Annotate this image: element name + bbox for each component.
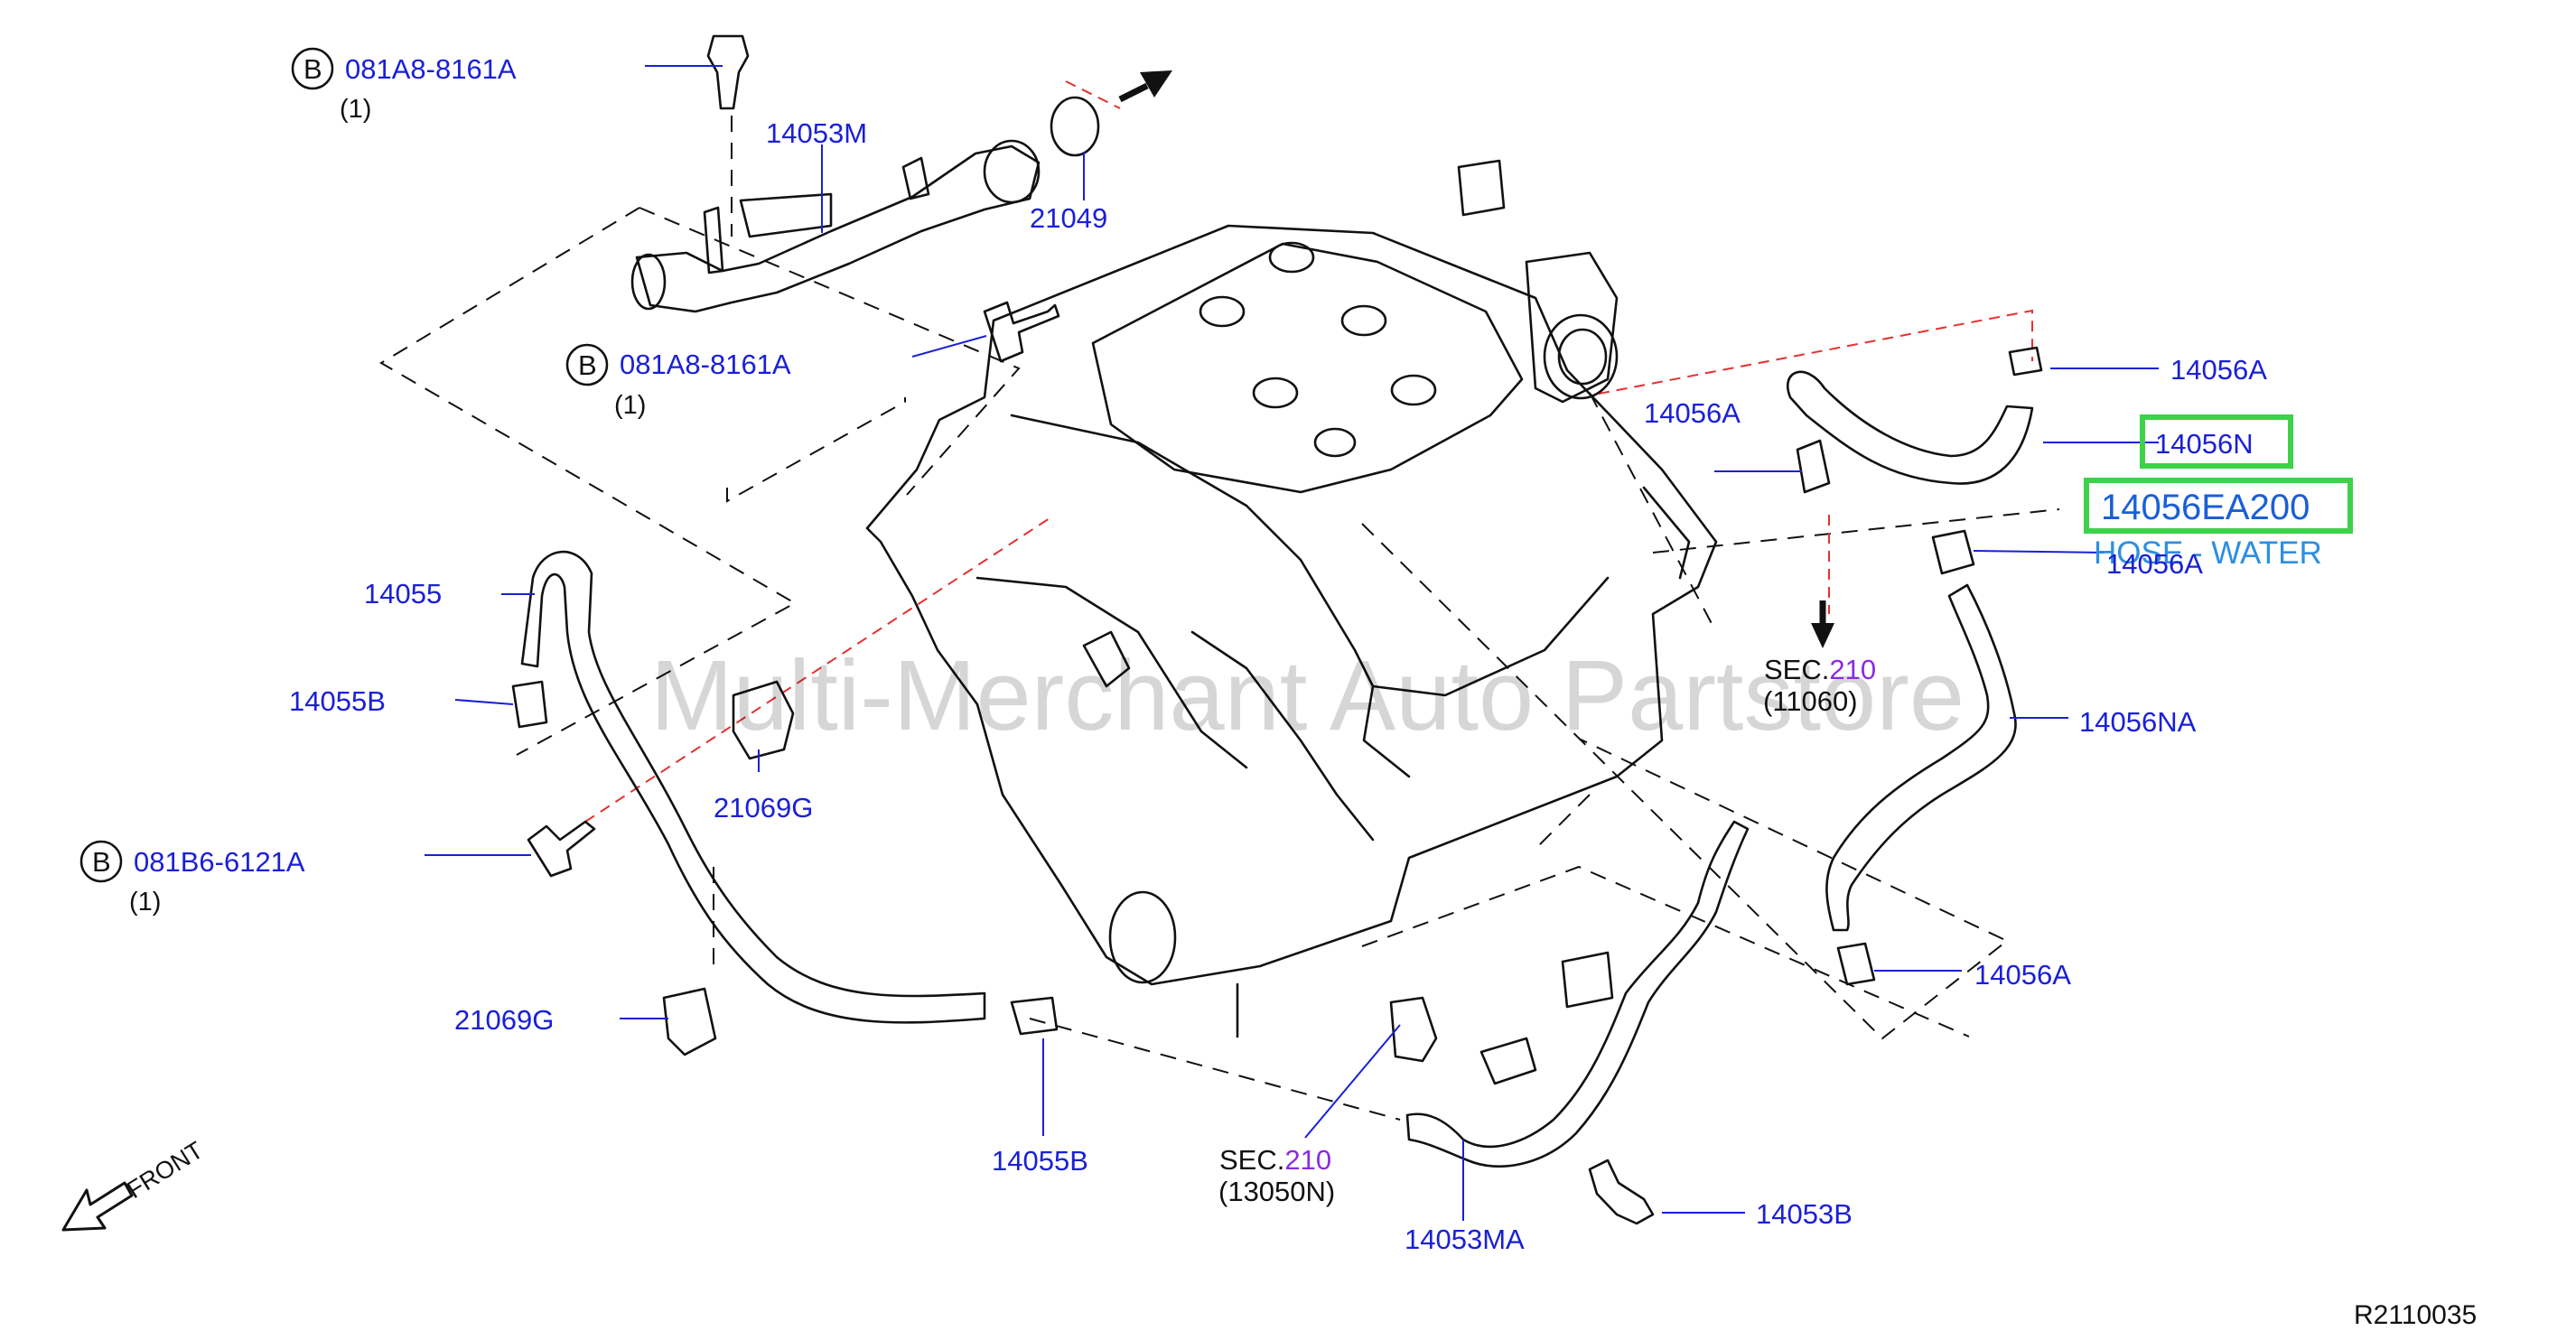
engine-block bbox=[865, 159, 1718, 1038]
section-ref-right-sub: (11060) bbox=[1763, 685, 1858, 717]
highlight-box-14056EA200 bbox=[2084, 478, 2353, 534]
label-bolt-mid[interactable]: 081A8-8161A bbox=[620, 349, 791, 380]
hose-14056NA-shape bbox=[1825, 583, 2017, 932]
label-14056A-right[interactable]: 14056A bbox=[2106, 548, 2203, 580]
section-ref-bottom[interactable]: SEC.210 bbox=[1219, 1144, 1331, 1176]
section-ref-right-number: 210 bbox=[1829, 654, 1876, 685]
watermark: Multi-Merchant Auto Partstore bbox=[650, 640, 1965, 751]
diagram-ref-code: R2110035 bbox=[2354, 1300, 2477, 1330]
section-ref-bottom-number: 210 bbox=[1284, 1144, 1331, 1176]
label-14053MA[interactable]: 14053MA bbox=[1405, 1224, 1525, 1255]
qty-bolt-top: (1) bbox=[340, 95, 371, 124]
o-ring-shape bbox=[1050, 96, 1100, 157]
section-ref-bottom-prefix: SEC. bbox=[1219, 1144, 1284, 1176]
hose-14055-shape bbox=[520, 550, 986, 1024]
qty-bolt-low: (1) bbox=[129, 888, 161, 917]
leader-lines bbox=[425, 65, 2159, 1221]
bolt-14053B-shape bbox=[1588, 1159, 1655, 1225]
bolt-top-shape bbox=[706, 34, 750, 110]
label-14056EA200[interactable]: 14056EA200 bbox=[2101, 488, 2310, 527]
hose-14056N-shape bbox=[1787, 370, 2034, 485]
dashed-guides bbox=[379, 116, 2060, 1121]
bolt-low-shape bbox=[527, 820, 596, 878]
label-bolt-top[interactable]: 081A8-8161A bbox=[345, 53, 517, 85]
label-14053M[interactable]: 14053M bbox=[766, 117, 867, 149]
b-marker-mid: B bbox=[565, 343, 609, 386]
pipe-14053MA-shape bbox=[1389, 820, 1750, 1168]
water-outlet-pipe bbox=[630, 139, 1041, 313]
label-14055[interactable]: 14055 bbox=[364, 578, 442, 610]
front-arrow-icon bbox=[61, 1181, 134, 1232]
section-ref-bottom-sub: (13050N) bbox=[1218, 1176, 1335, 1207]
label-14056NA[interactable]: 14056NA bbox=[2079, 706, 2197, 738]
front-label: FRONT bbox=[122, 1136, 208, 1204]
highlight-box-14056N bbox=[2140, 414, 2293, 469]
b-marker-low: B bbox=[79, 840, 123, 883]
section-ref-right-prefix: SEC. bbox=[1764, 654, 1829, 685]
label-21069G-lower[interactable]: 21069G bbox=[454, 1004, 554, 1036]
b-mark-top: B bbox=[303, 53, 322, 85]
arrow-down-shape bbox=[1811, 600, 1834, 648]
label-21049[interactable]: 21049 bbox=[1030, 202, 1107, 234]
section-ref-right[interactable]: SEC.210 bbox=[1764, 654, 1876, 685]
label-14056A-lower[interactable]: 14056A bbox=[1974, 959, 2071, 991]
label-14056N[interactable]: 14056N bbox=[2155, 428, 2254, 460]
b-mark-low: B bbox=[92, 846, 111, 878]
b-mark-mid: B bbox=[578, 349, 597, 381]
label-14055B-bottom[interactable]: 14055B bbox=[992, 1145, 1088, 1177]
label-21069G-upper[interactable]: 21069G bbox=[714, 792, 813, 824]
bolt-mid-shape bbox=[983, 301, 1060, 363]
label-14053B[interactable]: 14053B bbox=[1756, 1198, 1853, 1230]
red-dashed-guides bbox=[584, 80, 2033, 823]
clamp-shapes bbox=[511, 346, 2043, 1056]
b-marker-top: B bbox=[291, 47, 334, 90]
label-14056A-top[interactable]: 14056A bbox=[2170, 354, 2267, 386]
label-bolt-low[interactable]: 081B6-6121A bbox=[134, 846, 305, 878]
arrow-top-shape bbox=[1118, 70, 1172, 103]
label-14055B-left[interactable]: 14055B bbox=[289, 685, 386, 717]
qty-bolt-mid: (1) bbox=[614, 391, 646, 420]
label-hose-water: HOSE - WATER bbox=[2094, 535, 2322, 571]
label-14056A-left[interactable]: 14056A bbox=[1644, 397, 1741, 429]
